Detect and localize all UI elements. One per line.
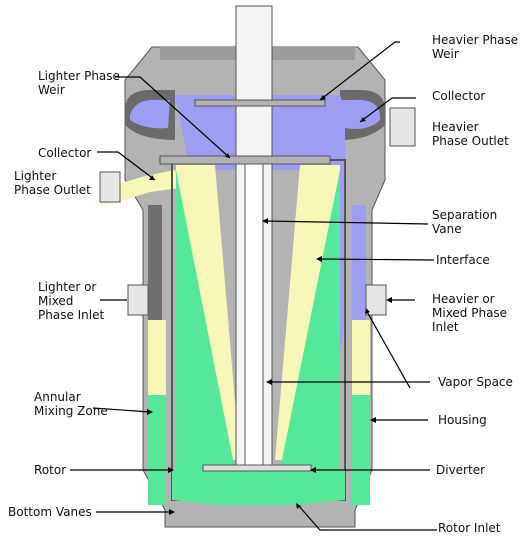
label-line: Diverter bbox=[436, 463, 485, 477]
label-line: Phase Outlet bbox=[432, 134, 509, 148]
label-line: Bottom Vanes bbox=[8, 505, 92, 519]
label-line: Rotor Inlet bbox=[438, 521, 501, 535]
label-line: Lighter or bbox=[38, 280, 96, 294]
label-line: Inlet bbox=[432, 320, 459, 334]
heavier-phase-outlet-port bbox=[389, 107, 416, 147]
lighter-mixed-inlet-port bbox=[127, 284, 149, 316]
label-line: Collector bbox=[38, 146, 91, 160]
lighter-phase-weir bbox=[159, 155, 331, 165]
label-housing: Housing bbox=[438, 413, 487, 427]
heavy-phase-annulus bbox=[352, 205, 366, 320]
label-collector-left: Collector bbox=[38, 146, 91, 160]
label-line: Heavier bbox=[432, 120, 479, 134]
label-line: Lighter bbox=[14, 169, 56, 183]
label-line: Interface bbox=[436, 253, 490, 267]
label-line: Phase Outlet bbox=[14, 183, 91, 197]
label-line: Mixed Phase bbox=[432, 306, 507, 320]
heavier-mixed-inlet-port bbox=[365, 284, 387, 316]
label-collector-right: Collector bbox=[432, 89, 485, 103]
label-line: Separation bbox=[432, 208, 497, 222]
label-vapor-space: Vapor Space bbox=[438, 375, 513, 389]
label-rotor: Rotor bbox=[34, 463, 66, 477]
diverter bbox=[202, 464, 312, 472]
label-line: Rotor bbox=[34, 463, 66, 477]
label-diverter: Diverter bbox=[436, 463, 485, 477]
lighter-phase-outlet-port bbox=[99, 171, 121, 203]
label-line: Collector bbox=[432, 89, 485, 103]
annular-mixing-zone bbox=[148, 395, 166, 505]
label-line: Housing bbox=[438, 413, 487, 427]
label-line: Phase Inlet bbox=[38, 308, 105, 322]
rotor bbox=[171, 159, 346, 505]
label-line: Vane bbox=[432, 222, 462, 236]
separation-vane bbox=[244, 159, 264, 466]
label-interface: Interface bbox=[436, 253, 490, 267]
label-line: Heavier Phase bbox=[432, 33, 518, 47]
label-line: Annular bbox=[34, 390, 81, 404]
label-line: Weir bbox=[38, 83, 65, 97]
leader-lines bbox=[70, 41, 437, 531]
heavier-phase-weir bbox=[194, 99, 326, 107]
label-line: Weir bbox=[432, 47, 459, 61]
label-line: Heavier or bbox=[432, 292, 495, 306]
label-rotor-inlet: Rotor Inlet bbox=[438, 521, 501, 535]
label-line: Mixed bbox=[38, 294, 73, 308]
label-line: Lighter Phase bbox=[38, 69, 120, 83]
annular-light-phase bbox=[148, 320, 166, 395]
collector-channels bbox=[125, 90, 385, 140]
label-line: Mixing Zone bbox=[34, 404, 108, 418]
label-line: Vapor Space bbox=[438, 375, 513, 389]
label-bottom-vanes: Bottom Vanes bbox=[8, 505, 92, 519]
